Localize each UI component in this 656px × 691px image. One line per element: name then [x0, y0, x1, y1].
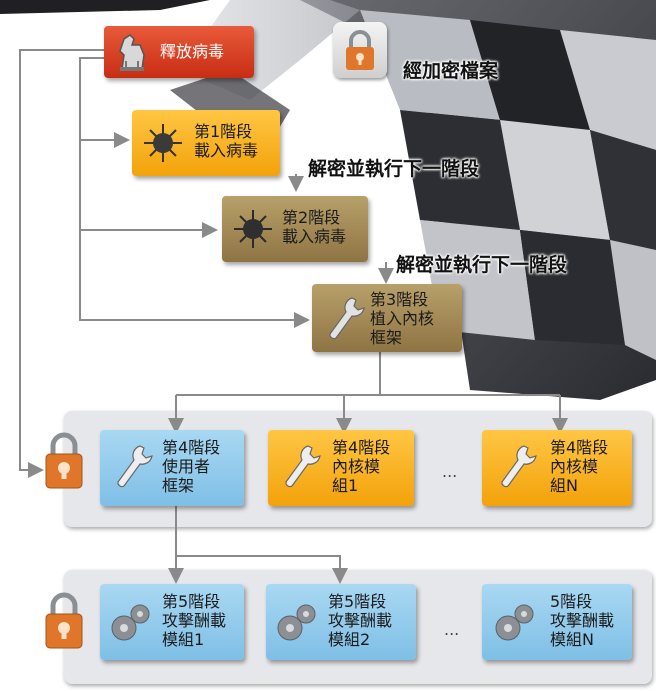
stage4-user-framework-node: 第4階段 使用者 框架 — [100, 430, 244, 506]
gears-icon — [111, 604, 150, 641]
virus-icon — [234, 210, 272, 248]
stage5-module-label: 第5階段 攻擊酬載 模組2 — [328, 592, 393, 649]
stage4-module-label: 第4階段 內核模 組N — [550, 438, 609, 495]
stage4-module-label: 第4階段 內核模 組1 — [332, 438, 391, 495]
virus-icon — [144, 124, 182, 162]
stage1-label: 第1階段 載入病毒 — [194, 122, 259, 160]
stage4-kernel-module-1-node: 第4階段 內核模 組1 — [268, 430, 414, 506]
lock-icon — [346, 30, 374, 70]
gears-icon — [277, 604, 316, 641]
stage2-label: 第2階段 載入病毒 — [282, 208, 347, 246]
stage4-lock-icon — [45, 432, 83, 489]
trojan-horse-icon — [119, 34, 145, 71]
release-virus-node: 釋放病毒 — [104, 26, 254, 78]
decrypt-label-2: 解密並執行下一階段 — [396, 254, 568, 276]
decrypt-label-1: 解密並執行下一階段 — [308, 158, 480, 180]
stage3-node: 第3階段 植入內核 框架 — [312, 284, 462, 352]
stage5-module-label: 第5階段 攻擊酬載 模組1 — [162, 592, 227, 649]
release-virus-label: 釋放病毒 — [160, 42, 225, 61]
stage3-label: 第3階段 植入內核 框架 — [370, 290, 435, 347]
gears-icon — [495, 604, 534, 641]
stage4-kernel-module-n-node: 第4階段 內核模 組N — [482, 430, 632, 506]
stage5-module-label: 5階段 攻擊酬載 模組N — [550, 592, 615, 649]
stage4-ellipsis: ... — [442, 462, 458, 481]
stage4-module-label: 第4階段 使用者 框架 — [162, 438, 221, 495]
legend-encrypted-label: 經加密檔案 — [403, 60, 499, 82]
wrench-icon — [117, 445, 153, 488]
stage5-lock-icon — [45, 592, 83, 649]
wrench-icon — [285, 445, 321, 488]
stage5-payload-module-2-node: 第5階段 攻擊酬載 模組2 — [266, 584, 416, 660]
wrench-icon — [501, 445, 537, 488]
stage1-node: 第1階段 載入病毒 — [132, 110, 280, 176]
stage5-ellipsis: ... — [444, 620, 460, 639]
legend-encrypted-icon — [333, 22, 387, 78]
stage2-node: 第2階段 載入病毒 — [222, 196, 368, 262]
stage5-payload-module-n-node: 5階段 攻擊酬載 模組N — [482, 584, 632, 660]
wrench-icon — [329, 297, 365, 340]
stage5-payload-module-1-node: 第5階段 攻擊酬載 模組1 — [100, 584, 244, 660]
